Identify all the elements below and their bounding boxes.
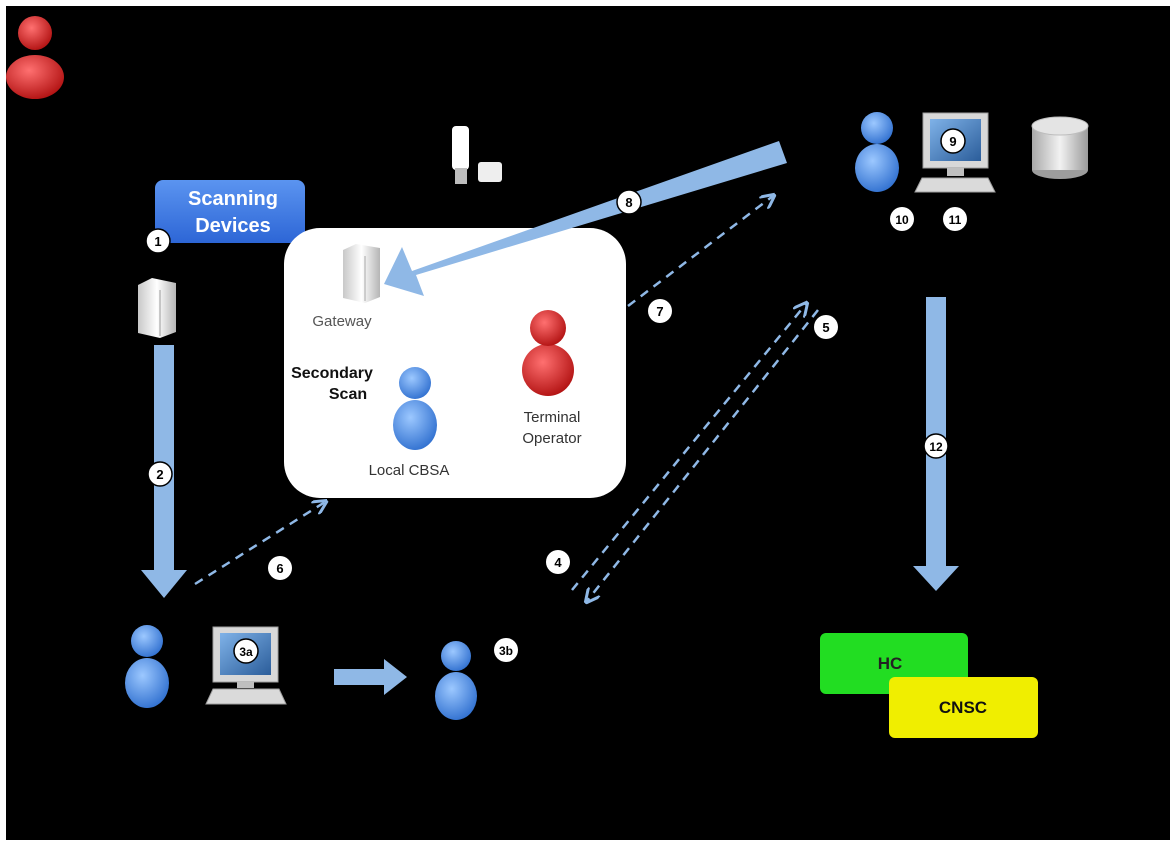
local-cbsa-label: Local CBSA [369, 462, 450, 479]
person-icon [522, 310, 574, 396]
svg-text:6: 6 [276, 561, 283, 576]
step-badge-7: 7 [648, 299, 672, 323]
svg-text:11: 11 [949, 213, 962, 227]
person-icon [125, 625, 169, 708]
gateway-server-icon [343, 244, 380, 303]
person-icon [393, 367, 437, 450]
step-badge-5: 5 [814, 315, 838, 339]
step-badge-9: 9 [940, 128, 966, 154]
arrow-8 [384, 141, 787, 296]
server-icon [138, 278, 176, 338]
step-badge-11: 11 [943, 207, 967, 231]
arrow-3a-to-3b [334, 659, 407, 695]
svg-text:5: 5 [822, 320, 829, 335]
step-badge-2: 2 [147, 461, 173, 487]
svg-text:8: 8 [625, 195, 632, 210]
svg-text:2: 2 [156, 467, 163, 482]
database-icon [1031, 116, 1089, 179]
usb-device-icon [452, 126, 502, 184]
step-badge-6: 6 [268, 556, 292, 580]
secondary-area-box [284, 228, 626, 498]
cnsc-box: CNSC [889, 677, 1038, 738]
person-icon [855, 112, 899, 192]
step-badge-12: 12 [923, 433, 949, 459]
computer-monitor-icon [914, 112, 996, 193]
gateway-label: Gateway [312, 313, 372, 330]
terminal-operator-label-line1: Terminal [524, 409, 581, 426]
person-icon [435, 641, 477, 720]
step-badge-3a: 3a [233, 638, 259, 664]
arrow-4 [571, 304, 806, 591]
arrow-7 [627, 196, 773, 307]
arrow-6 [194, 502, 325, 586]
terminal-operator-label-line2: Operator [522, 430, 581, 447]
cnsc-label: CNSC [939, 698, 987, 717]
hc-label: HC [878, 654, 903, 673]
step-badge-1: 1 [145, 228, 171, 254]
secondary-scan-label-line2: Scan [329, 386, 367, 403]
person-icon [6, 16, 64, 99]
svg-text:10: 10 [895, 213, 909, 227]
svg-text:7: 7 [656, 304, 663, 319]
scanning-devices-label-line2: Devices [195, 215, 271, 237]
step-badge-4: 4 [546, 550, 570, 574]
scanning-devices-label-line1: Scanning [188, 188, 278, 210]
step-badge-3b: 3b [494, 638, 518, 662]
svg-text:1: 1 [154, 234, 161, 249]
step-badge-10: 10 [890, 207, 914, 231]
step-badge-8: 8 [616, 189, 642, 215]
secondary-scan-label-line1: Secondary [291, 365, 373, 382]
svg-text:3a: 3a [239, 645, 253, 659]
arrow-5 [587, 309, 819, 601]
svg-text:4: 4 [554, 555, 562, 570]
svg-text:3b: 3b [499, 644, 513, 658]
svg-text:9: 9 [949, 134, 956, 149]
scanning-devices-box: Scanning Devices [155, 180, 305, 243]
svg-text:12: 12 [929, 440, 943, 454]
